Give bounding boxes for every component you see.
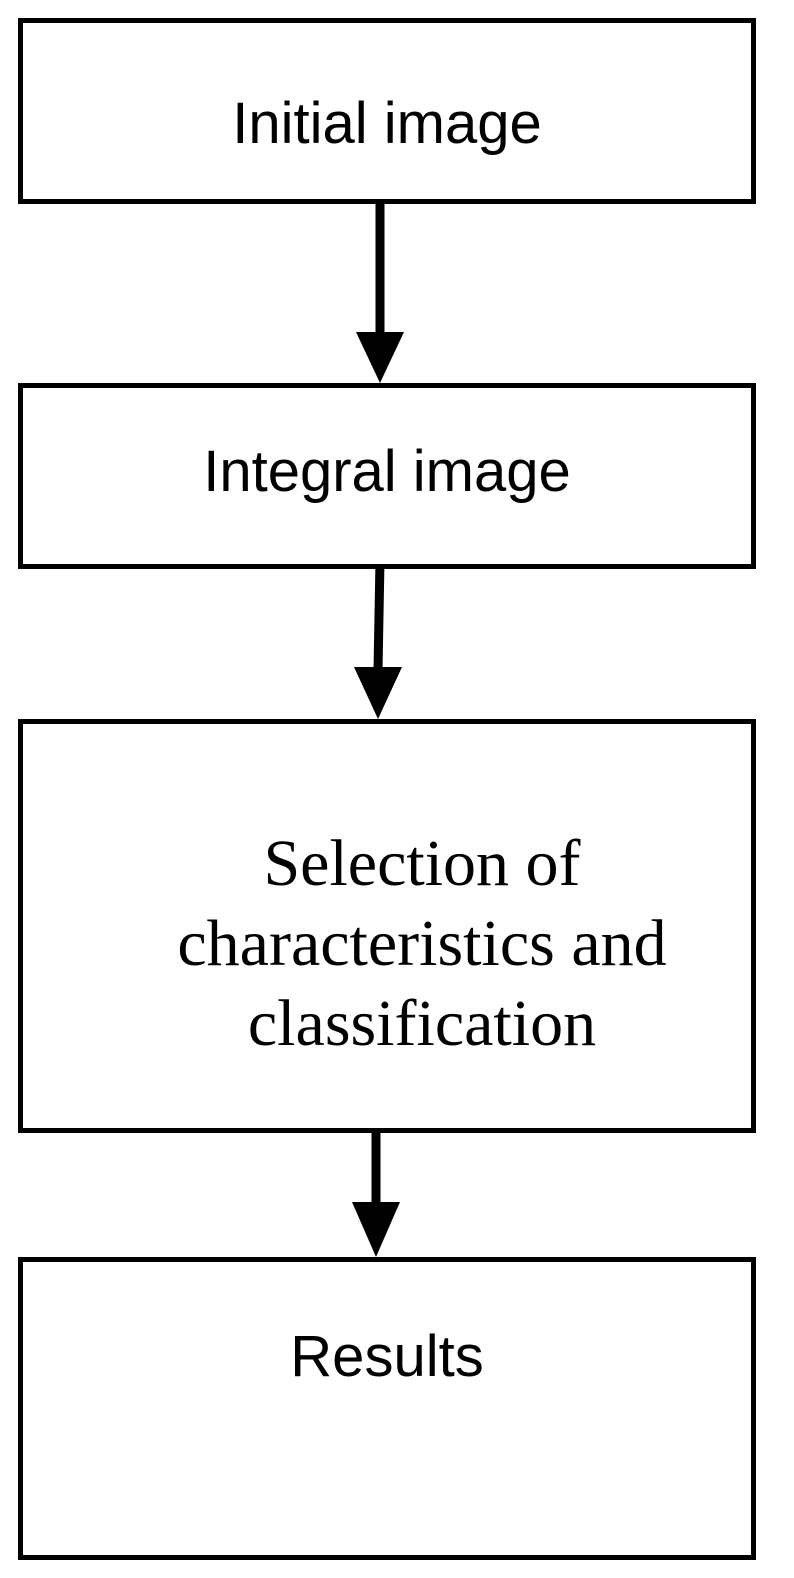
arrow-integral-to-selection (354, 559, 402, 719)
step-initial-image-label: Initial image (232, 91, 542, 156)
step-results: Results (18, 1257, 756, 1560)
selection-label-line-2: characteristics and (177, 907, 667, 980)
arrow-initial-to-integral (356, 204, 404, 383)
step-selection-classification: Selection of characteristics and classif… (18, 719, 756, 1133)
selection-label-line-1: Selection of (263, 827, 581, 900)
step-initial-image: Initial image (18, 18, 756, 204)
step-selection-classification-label: Selection of characteristics and classif… (93, 824, 751, 1064)
step-results-label: Results (290, 1324, 484, 1389)
step-integral-image-label: Integral image (203, 439, 571, 504)
arrow-selection-to-results (352, 1133, 400, 1257)
selection-label-line-3: classification (247, 987, 597, 1060)
step-integral-image: Integral image (18, 383, 756, 569)
